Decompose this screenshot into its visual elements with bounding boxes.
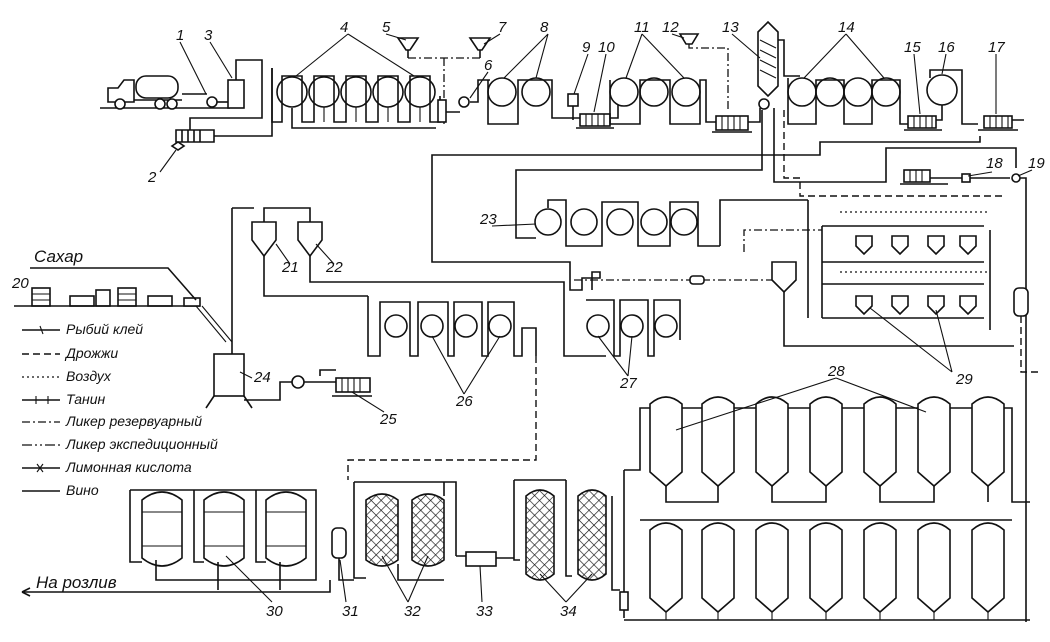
label-14: 14 bbox=[838, 19, 855, 36]
label-13: 13 bbox=[722, 19, 739, 36]
return-line-top bbox=[431, 136, 981, 291]
label-3: 3 bbox=[204, 27, 213, 44]
label-28: 28 bbox=[827, 363, 845, 380]
sugar-chute bbox=[195, 305, 233, 343]
filter-group-34 bbox=[513, 479, 620, 591]
filter-group-32 bbox=[353, 481, 457, 581]
leader-lines bbox=[159, 33, 1033, 603]
label-7: 7 bbox=[498, 19, 507, 36]
label-8: 8 bbox=[540, 19, 549, 36]
label-12: 12 bbox=[662, 19, 679, 36]
line-from-19 bbox=[1020, 177, 1027, 622]
tank-group-23 bbox=[515, 199, 808, 247]
tank-group-27 bbox=[586, 299, 681, 357]
label-6: 6 bbox=[484, 57, 493, 74]
inline-filter-bottom bbox=[619, 591, 629, 611]
sugar-feed-line bbox=[30, 267, 197, 301]
pump-1 bbox=[182, 93, 228, 108]
tank-21 bbox=[251, 221, 277, 258]
label-24: 24 bbox=[253, 369, 271, 386]
label-2: 2 bbox=[147, 169, 157, 186]
sugar-storage-20 bbox=[14, 287, 201, 307]
filter-17 bbox=[978, 115, 1024, 131]
label-1: 1 bbox=[176, 27, 184, 44]
pump-25 bbox=[291, 369, 372, 397]
tank-22 bbox=[297, 221, 323, 258]
label-29: 29 bbox=[955, 371, 973, 388]
legend: Рыбий клей Дрожжи Воздух Танин Ликер рез… bbox=[22, 321, 218, 498]
vessel-right bbox=[1013, 287, 1040, 373]
label-9: 9 bbox=[582, 39, 591, 56]
legend-expedition-liquor: Ликер экспедиционный bbox=[65, 436, 218, 452]
hopper-5 bbox=[396, 37, 420, 58]
mixer-24 bbox=[205, 353, 292, 409]
yeast-line-bottom bbox=[347, 356, 537, 480]
fermentation-tanks-28 bbox=[623, 396, 1030, 621]
vessel-31 bbox=[331, 527, 354, 581]
pump-2 bbox=[170, 68, 273, 151]
label-5: 5 bbox=[382, 19, 391, 36]
label-22: 22 bbox=[325, 259, 343, 276]
filter-group-29 bbox=[743, 200, 991, 330]
line-22-down bbox=[309, 256, 606, 357]
heat-exchanger-33 bbox=[456, 551, 514, 567]
legend-citric-acid: Лимонная кислота bbox=[65, 459, 192, 475]
line-21-down bbox=[263, 256, 368, 297]
tank-group-30 bbox=[21, 489, 331, 597]
legend-tank-liquor: Ликер резервуарный bbox=[65, 413, 202, 429]
line-18-loop bbox=[773, 108, 1017, 183]
yeast-line bbox=[783, 110, 1002, 197]
legend-yeast: Дрожжи bbox=[64, 345, 118, 361]
hopper-12 bbox=[678, 33, 729, 110]
tank-group-4 bbox=[271, 68, 441, 129]
tanker-truck bbox=[107, 75, 182, 110]
label-21: 21 bbox=[281, 259, 299, 276]
label-31: 31 bbox=[342, 603, 359, 620]
label-19: 19 bbox=[1028, 155, 1045, 172]
legend-tannin: Танин bbox=[66, 391, 106, 407]
label-17: 17 bbox=[988, 39, 1005, 56]
label-4: 4 bbox=[340, 19, 348, 36]
line-21-22 bbox=[231, 207, 311, 356]
label-10: 10 bbox=[598, 39, 615, 56]
legend-air: Воздух bbox=[66, 368, 112, 384]
column-13 bbox=[748, 20, 800, 123]
filter-unit bbox=[437, 99, 447, 123]
label-25: 25 bbox=[379, 411, 397, 428]
label-32: 32 bbox=[404, 603, 421, 620]
label-18: 18 bbox=[986, 155, 1003, 172]
legend-wine: Вино bbox=[66, 482, 99, 498]
output-label: На розлив bbox=[36, 573, 117, 592]
label-23: 23 bbox=[479, 211, 497, 228]
label-15: 15 bbox=[904, 39, 921, 56]
dosing-vessel-9 bbox=[567, 93, 579, 120]
filter-press-near-13 bbox=[712, 115, 752, 133]
unit-18 bbox=[900, 169, 1010, 185]
label-16: 16 bbox=[938, 39, 955, 56]
label-27: 27 bbox=[619, 375, 637, 392]
flow-meter bbox=[689, 275, 705, 285]
label-11: 11 bbox=[634, 19, 650, 36]
label-26: 26 bbox=[455, 393, 473, 410]
receiving-tank-3 bbox=[189, 59, 263, 130]
mixing-vessel bbox=[771, 261, 1014, 347]
tank-group-14 bbox=[787, 77, 908, 125]
label-30: 30 bbox=[266, 603, 283, 620]
pump-6 bbox=[446, 79, 490, 113]
tank-group-26 bbox=[367, 296, 537, 357]
sugar-label: Сахар bbox=[34, 247, 83, 266]
tank-group-8 bbox=[487, 77, 566, 125]
tank-group-11 bbox=[609, 77, 716, 125]
legend-fish-glue: Рыбий клей bbox=[66, 321, 143, 337]
label-33: 33 bbox=[476, 603, 493, 620]
hopper-7 bbox=[468, 37, 492, 58]
label-34: 34 bbox=[560, 603, 577, 620]
line-to-23 bbox=[515, 110, 763, 222]
tank-16 bbox=[926, 69, 978, 125]
label-20: 20 bbox=[11, 275, 29, 292]
